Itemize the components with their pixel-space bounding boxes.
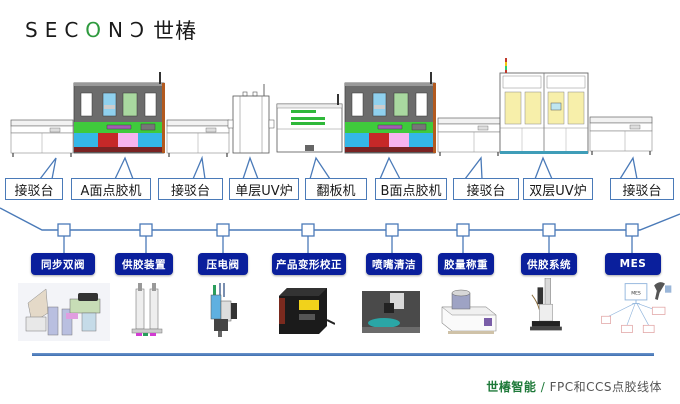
- module-badge-dual-valve: 同步双阀: [31, 253, 95, 275]
- dispenser-machine-a: [73, 72, 165, 154]
- module-badge-glue-weighing: 胶量称重: [438, 253, 494, 275]
- nozzle-cleaner-icon: [362, 291, 420, 333]
- laser-sensor-icon: [279, 288, 335, 334]
- station-label-single-uv-oven: 单层UV炉: [229, 178, 299, 200]
- module-badge-deformation-correction: 产品变形校正: [272, 253, 346, 275]
- station-label-conveyor-2: 接驳台: [158, 178, 223, 200]
- company-logo: SECONↃ 世椿: [25, 15, 197, 45]
- footer-brand: 世椿智能: [486, 380, 537, 394]
- logo-text-suffix: NↃ: [108, 18, 152, 42]
- module-badge-glue-supply-system: 供胶系统: [521, 253, 577, 275]
- module-badge-glue-supply-device: 供胶装置: [115, 253, 173, 275]
- production-line-illustration: [10, 58, 653, 157]
- connection-lines: [0, 155, 680, 253]
- footer-title: FPC和CCS点胶线体: [549, 380, 662, 394]
- module-badge-nozzle-cleaning: 喷嘴清洁: [366, 253, 422, 275]
- barcode-scanner-icon: [654, 282, 665, 300]
- logo-wordmark: SECONↃ: [25, 18, 151, 42]
- flipper-machine: [276, 94, 343, 153]
- mes-center-label: MES: [631, 291, 641, 297]
- logo-o-mark: O: [85, 18, 109, 42]
- bus-nodes: [57, 223, 639, 253]
- conveyor-machine-4: [589, 116, 653, 155]
- conveyor-machine-1: [10, 119, 74, 157]
- station-label-conveyor-1: 接驳台: [5, 178, 63, 200]
- dispenser-machine-b: [344, 72, 436, 154]
- glue-supply-system-icon: [530, 278, 562, 331]
- piezo-valve-icon: [210, 283, 237, 337]
- mes-network-icon: MES: [601, 282, 672, 333]
- logo-chinese: 世椿: [153, 19, 198, 43]
- weighing-scale-icon: [441, 289, 497, 334]
- bottom-divider: [32, 353, 654, 356]
- control-bus-line: [0, 207, 680, 231]
- callout-pointers: [39, 155, 638, 180]
- dual-valve-assembly-icon: [18, 283, 110, 341]
- station-label-conveyor-4: 接驳台: [610, 178, 674, 200]
- double-uv-oven-machine: [499, 58, 589, 154]
- station-label-conveyor-3: 接驳台: [453, 178, 519, 200]
- footer-caption: 世椿智能 / FPC和CCS点胶线体: [486, 378, 662, 395]
- station-label-dispenser-b: B面点胶机: [375, 178, 447, 200]
- conveyor-machine-3: [437, 117, 501, 156]
- station-label-flipper: 翻板机: [305, 178, 367, 200]
- logo-text-prefix: SEC: [25, 18, 86, 42]
- module-badge-mes: MES: [605, 253, 661, 275]
- station-label-double-uv-oven: 双层UV炉: [523, 178, 593, 200]
- single-uv-oven-machine: [227, 84, 275, 154]
- module-badge-piezo-valve: 压电阀: [198, 253, 248, 275]
- station-label-dispenser-a: A面点胶机: [71, 178, 151, 200]
- glue-supply-syringes-icon: [131, 283, 163, 336]
- footer-separator: /: [540, 380, 546, 394]
- conveyor-machine-2: [166, 119, 230, 157]
